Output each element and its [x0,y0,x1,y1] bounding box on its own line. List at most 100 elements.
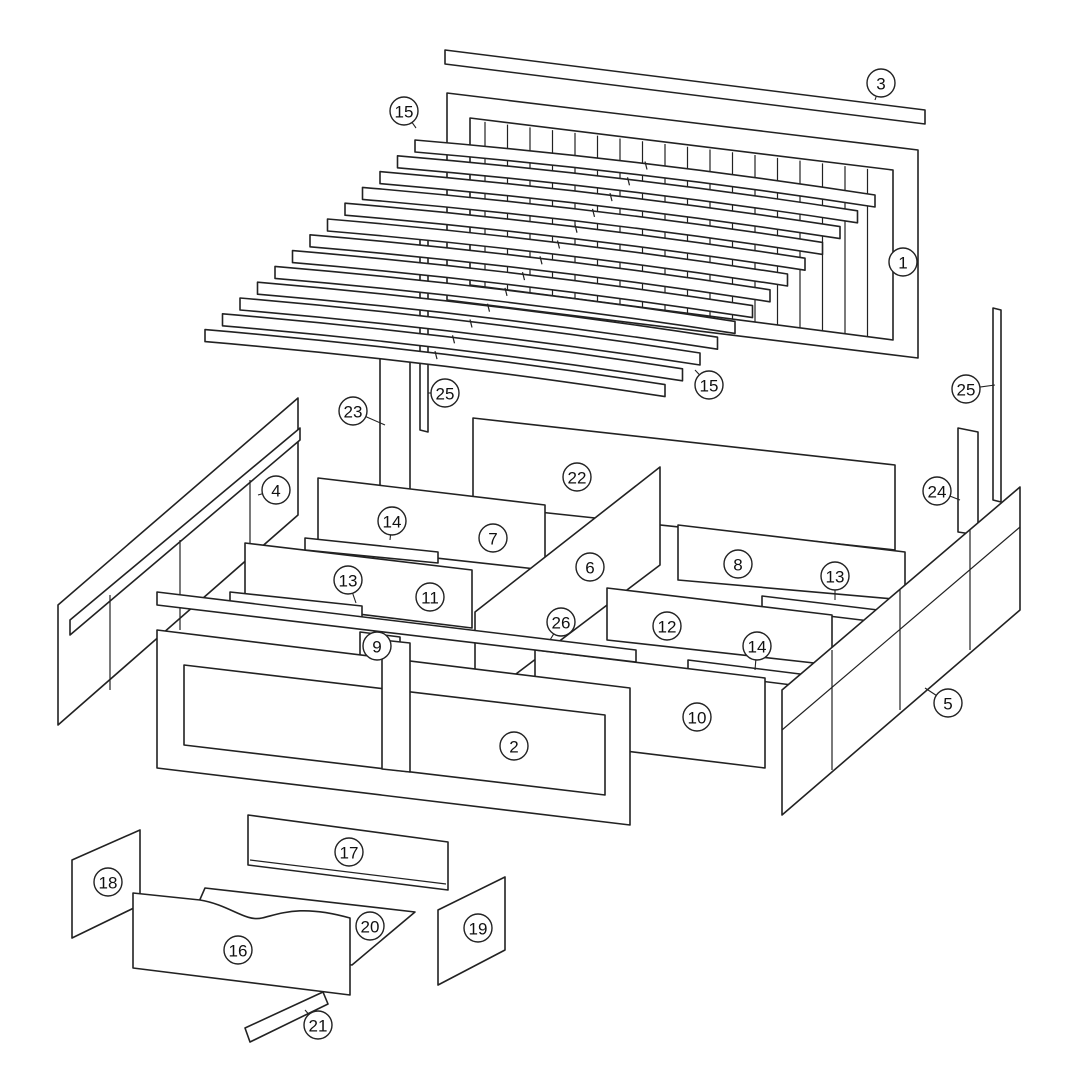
slat-joint [609,192,613,202]
slat-joint [469,319,473,328]
callout-circle [303,1010,333,1040]
leader-line [924,687,937,696]
leader-line [411,122,417,129]
callout-label: 20 [361,918,380,937]
callout-label: 19 [469,920,488,939]
callout-circle [355,911,385,941]
slat-joint [539,256,543,265]
slat-joint [644,161,648,170]
callout-circle [430,378,460,408]
callout-label: 15 [700,377,719,396]
callout-circle [223,935,253,965]
callout-part-23: 23 [338,396,386,426]
leader-line [979,384,996,388]
part-slats [204,139,876,398]
callout-label: 25 [957,381,976,400]
callout-label: 9 [372,638,381,657]
callout-label: 7 [488,530,497,549]
bed-slat [361,186,824,256]
callout-part-13: 13 [333,565,363,604]
bed-slat [239,297,701,366]
bed-slat [274,265,736,335]
bed-slat [344,202,806,271]
callout-circle [562,462,592,492]
callout-circle [933,688,963,718]
callout-label: 23 [344,403,363,422]
part-panel-12 [606,587,833,666]
callout-part-4: 4 [257,475,291,505]
callout-label: 14 [383,513,402,532]
part-top-rail [444,49,926,125]
callout-part-1: 1 [888,247,918,277]
callout-part-14: 14 [377,506,407,541]
callout-label: 8 [733,556,742,575]
callout-label: 4 [271,482,280,501]
slat-joint [521,271,526,281]
callout-circle [820,561,850,591]
leader-line [389,534,392,541]
callout-circle [723,549,753,579]
callout-part-7: 7 [478,523,508,553]
callout-circle [499,731,529,761]
part-right-side-rail [781,486,1021,816]
callout-part-25: 25 [951,374,996,404]
callout-circle [652,611,682,641]
callout-label: 18 [99,874,118,893]
slat-joint [504,287,508,297]
callout-label: 22 [568,469,587,488]
callout-part-19: 19 [463,913,493,943]
leader-line [352,593,357,604]
callout-part-21: 21 [303,1009,333,1040]
callout-part-5: 5 [924,687,963,718]
callout-label: 11 [421,589,439,608]
callout-part-10: 10 [682,702,712,732]
bed-slat [414,139,876,208]
callout-part-20: 20 [355,911,385,941]
callout-label: 2 [509,738,518,757]
callout-circle [682,702,712,732]
bed-slat [379,170,841,240]
callout-label: 13 [339,572,358,591]
leader-line [694,369,700,376]
leader-line [257,493,263,496]
callout-circle [415,582,445,612]
leader-line [365,416,386,426]
slat-joint [626,177,631,186]
callout-label: 15 [395,103,414,122]
callout-circle [575,552,605,582]
leader-line [304,1009,310,1015]
callout-part-18: 18 [93,867,123,897]
part-drawer-rail-21 [244,991,329,1043]
callout-part-16: 16 [223,935,253,965]
callout-label: 6 [585,559,594,578]
callout-part-9: 9 [362,631,392,661]
callout-part-14: 14 [742,631,772,671]
callout-circle [951,374,981,404]
callout-label: 17 [340,844,359,863]
part-post-23 [379,349,411,493]
callout-part-26: 26 [546,607,576,641]
callout-circle [546,607,576,637]
callout-label: 25 [436,385,455,404]
callout-label: 3 [876,75,885,94]
leader-line [754,659,757,671]
callout-circle [463,913,493,943]
bed-slat [204,328,666,398]
callout-circle [888,247,918,277]
slat-joint [591,208,596,218]
callout-part-24: 24 [922,476,961,506]
callout-label: 12 [658,618,677,637]
bed-slat [326,218,789,287]
callout-circle [377,506,407,536]
callout-circle [389,96,419,126]
leader-line [549,633,555,641]
slat-joint [556,240,561,249]
part-rail-26 [156,591,637,663]
callout-part-12: 12 [652,611,682,641]
slat-joint [451,335,456,344]
callout-label: 14 [748,638,767,657]
callout-part-2: 2 [499,731,529,761]
callout-part-11: 11 [415,582,445,612]
callout-circle [866,68,896,98]
part-left-side-rail [57,397,301,726]
